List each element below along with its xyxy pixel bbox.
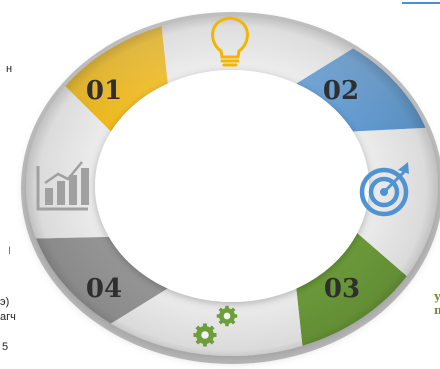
edge-text-fragment: I [8, 245, 12, 257]
segment-label-03: 03 [324, 274, 360, 304]
edge-text-fragment: н [6, 63, 13, 75]
lightbulb-icon [211, 16, 249, 67]
segment-label-04: 04 [86, 274, 122, 304]
edge-text-fragment: агч [0, 311, 16, 323]
edge-text-fragment: э) [0, 296, 10, 308]
gears-icon [193, 305, 238, 347]
edge-line [402, 2, 440, 4]
segment-label-02: 02 [323, 76, 359, 106]
center-hole [95, 70, 369, 302]
bar-chart-icon [36, 161, 89, 211]
edge-text-fragment: 5 [2, 341, 9, 353]
segment-label-01: 01 [86, 76, 122, 106]
target-icon [359, 162, 409, 217]
